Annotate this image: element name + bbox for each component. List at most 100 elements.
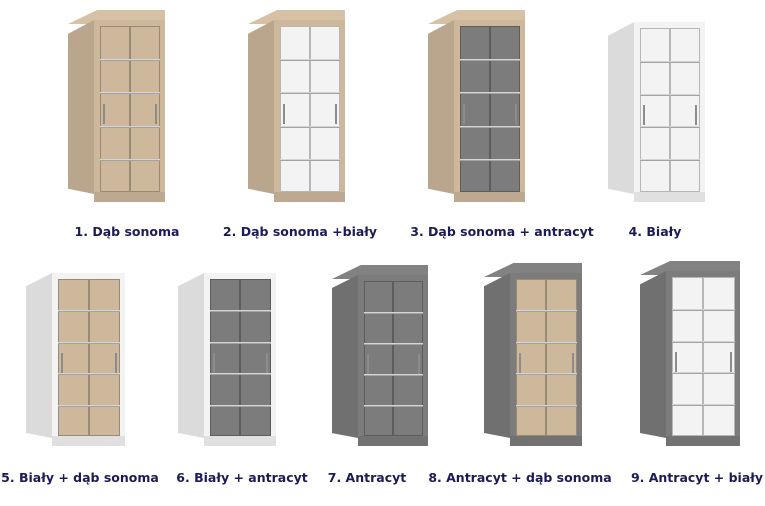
chrome-bar — [100, 59, 130, 62]
chrome-bar — [460, 92, 490, 95]
chrome-bar — [516, 341, 546, 344]
chrome-bar — [460, 125, 490, 128]
wardrobe-2 — [248, 10, 345, 202]
chrome-bar — [58, 404, 89, 407]
variant-label-6: 6. Biały + antracyt — [176, 470, 308, 485]
wardrobe-plinth — [510, 436, 582, 446]
wardrobe-front-frame — [510, 273, 582, 446]
chrome-bar — [393, 343, 423, 345]
wardrobe-side-panel — [248, 20, 274, 194]
chrome-bar — [393, 374, 423, 376]
variant-label-4: 4. Biały — [628, 224, 682, 239]
chrome-bar — [88, 341, 120, 344]
chrome-bar — [703, 404, 735, 407]
door-handle-icon — [335, 104, 337, 125]
wardrobe-side-panel — [178, 273, 204, 438]
sliding-door-left — [100, 26, 130, 192]
wardrobe-plinth — [454, 192, 525, 202]
wardrobe-side-panel — [332, 275, 358, 438]
wardrobe-5 — [26, 263, 125, 446]
chrome-bar — [280, 92, 310, 95]
wardrobe-front-frame — [358, 275, 428, 446]
chrome-bar — [672, 340, 703, 343]
chrome-bar — [240, 404, 271, 407]
sliding-door-right — [669, 28, 700, 192]
chrome-bar — [516, 404, 546, 407]
door-handle-icon — [519, 352, 521, 373]
sliding-door-left — [640, 28, 670, 192]
chrome-bar — [489, 59, 520, 62]
door-handle-icon — [103, 104, 105, 125]
chrome-bar — [309, 92, 340, 95]
chrome-bar — [393, 405, 423, 407]
door-handle-icon — [266, 352, 268, 373]
wardrobe-9 — [640, 261, 740, 446]
door-handle-icon — [61, 352, 63, 373]
chrome-bar — [88, 404, 120, 407]
chrome-bar — [100, 125, 130, 128]
chrome-bar — [669, 93, 700, 96]
door-handle-icon — [115, 352, 117, 373]
chrome-bar — [309, 125, 340, 128]
chrome-bar — [88, 310, 120, 313]
sliding-door-right — [240, 279, 271, 436]
wardrobe-4 — [608, 12, 705, 202]
wardrobe-side-panel — [640, 271, 666, 438]
door-handle-icon — [675, 351, 677, 372]
chrome-bar — [240, 373, 271, 376]
chrome-bar — [393, 312, 423, 314]
chrome-bar — [309, 59, 340, 62]
variant-label-5: 5. Biały + dąb sonoma — [1, 470, 159, 485]
chrome-bar — [489, 125, 520, 128]
door-handle-icon — [643, 105, 645, 126]
chrome-bar — [58, 373, 89, 376]
wardrobe-plinth — [204, 436, 276, 446]
wardrobe-front-frame — [454, 20, 525, 202]
chrome-bar — [640, 60, 670, 63]
sliding-door-right — [546, 279, 577, 436]
chrome-bar — [240, 310, 271, 313]
chrome-bar — [129, 158, 160, 161]
chrome-bar — [210, 341, 240, 344]
wardrobe-3 — [428, 10, 525, 202]
chrome-bar — [280, 125, 310, 128]
chrome-bar — [280, 59, 310, 62]
sliding-door-left — [516, 279, 546, 436]
sliding-door-right — [703, 277, 735, 436]
chrome-bar — [489, 158, 520, 161]
wardrobe-front-frame — [94, 20, 165, 202]
door-handle-icon — [730, 351, 732, 372]
wardrobe-7 — [332, 265, 428, 446]
door-handle-icon — [463, 104, 465, 125]
sliding-door-left — [58, 279, 89, 436]
chrome-bar — [210, 404, 240, 407]
chrome-bar — [516, 373, 546, 376]
variant-label-2: 2. Dąb sonoma +biały — [222, 224, 378, 239]
chrome-bar — [58, 310, 89, 313]
door-handle-icon — [695, 105, 697, 126]
door-handle-icon — [155, 104, 157, 125]
wardrobe-plinth — [358, 436, 428, 446]
chrome-bar — [672, 308, 703, 311]
wardrobe-plinth — [52, 436, 125, 446]
wardrobe-front-frame — [634, 22, 705, 202]
wardrobe-8 — [484, 263, 582, 446]
variant-label-7: 7. Antracyt — [327, 470, 407, 485]
wardrobe-front-frame — [274, 20, 345, 202]
wardrobe-side-panel — [484, 273, 510, 438]
sliding-door-left — [672, 277, 703, 436]
chrome-bar — [240, 341, 271, 344]
wardrobe-plinth — [94, 192, 165, 202]
sliding-door-left — [460, 26, 490, 192]
variant-label-8: 8. Antracyt + dąb sonoma — [428, 470, 612, 485]
sliding-door-right — [88, 279, 120, 436]
chrome-bar — [364, 374, 393, 376]
chrome-bar — [280, 158, 310, 161]
chrome-bar — [703, 340, 735, 343]
door-handle-icon — [418, 353, 420, 374]
chrome-bar — [703, 308, 735, 311]
wardrobe-plinth — [666, 436, 740, 446]
chrome-bar — [460, 59, 490, 62]
chrome-bar — [703, 372, 735, 375]
wardrobe-6 — [178, 263, 276, 446]
